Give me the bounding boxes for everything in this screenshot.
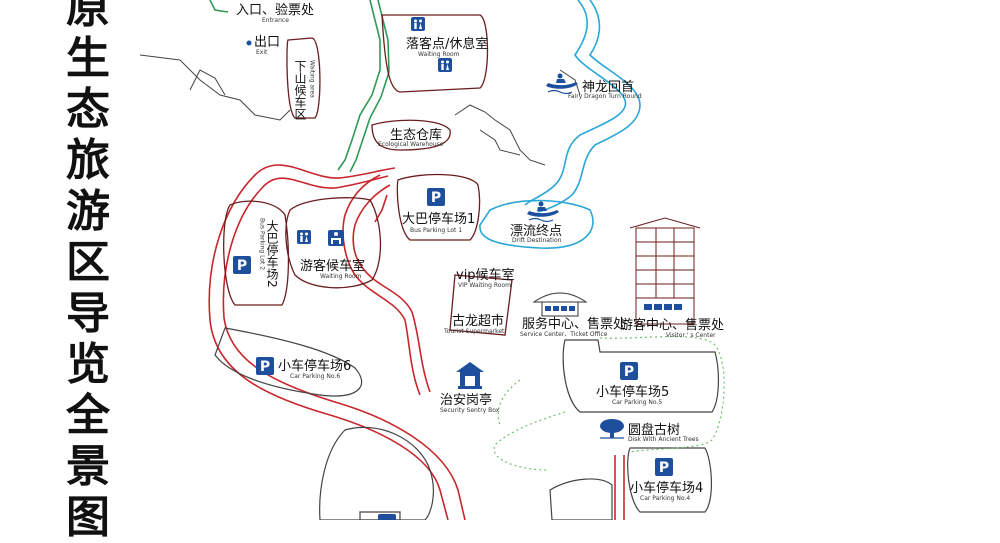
waiting-seat-icon [328,230,344,246]
drift-destination-label-en: Drift Destination [512,237,562,244]
down-waiting-vertical-label: 下山候车区 Waiting area [293,60,316,120]
car-park-5-label: 小车停车场5 [596,384,669,400]
vip-waiting-label: vip候车室 [456,267,515,283]
zone-visitor-waiting [285,197,382,289]
entrance-label: 入口、验票处 [236,2,314,18]
river [524,0,641,213]
ancient-tree-label: 圆盘古树 [628,422,680,438]
svg-text:P: P [624,364,634,380]
drop-off-label: 落客点/休息室 [406,36,488,52]
parking-icon [378,514,396,520]
car-park-6-label: 小车停车场6 [278,358,351,374]
parking-icon: P [620,362,638,380]
zone-car-5 [562,339,719,413]
exit-marker-icon [246,40,252,46]
bus-lot-2-vertical-label: 大巴停车场2 Bus Parking Lot 2 [259,218,280,288]
visitor-center-label: 游客中心、售票处 [620,317,724,333]
visitor-center-label-en: Visitor ' s Center [666,332,716,339]
visitor-center-building-icon [629,217,701,325]
visitor-waiting-label: 游客候车室 [300,258,365,274]
zone-bus-lot-1 [396,173,481,241]
down-waiting-label-en: Waiting area [309,60,316,98]
bus-lot-2-label: 大巴停车场2 [265,220,279,288]
car-park-4-label-en: Car Parking No.4 [640,495,690,502]
bus-lot-1-label: 大巴停车场1 [402,211,475,227]
supermarket-label-en: Tourist Supermarket [443,328,505,335]
vip-waiting-label-en: VIP Waiting Room [458,282,511,289]
zone-car-6 [214,327,363,397]
dragon-label: 神龙回首 [582,80,634,95]
zone-waiting-room-top [381,14,489,93]
eco-warehouse-label: 生态仓库 [390,127,442,143]
svg-text:P: P [237,258,247,274]
map-title-vertical: 原生态旅游区导览全景图 [66,0,110,543]
ancient-tree-icon [600,419,624,439]
zone-bus-lot-2 [223,200,290,306]
green-path [209,0,390,173]
security-label-en: Security Sentry Box [440,407,500,414]
mountain-sketch [139,54,581,166]
parking-icon: P [427,188,445,206]
down-waiting-label: 下山候车区 [293,60,307,120]
ancient-tree-label-en: Disk With Ancient Trees [628,436,699,443]
drift-area [479,199,594,249]
zone-eco-warehouse [371,119,451,151]
car-park-6-label-en: Car Parking No.6 [290,373,340,380]
bus-lot-1-label-en: Bus Parking Lot 1 [410,227,462,234]
service-center-label: 服务中心、售票处 [522,316,626,332]
zone-south-mid [549,478,613,520]
zone-down-waiting [286,37,321,119]
parking-icon: P [256,357,274,375]
car-park-5-label-en: Car Parking No.5 [612,399,662,406]
security-sentry-box-icon [456,362,484,389]
bus-lot-2-label-en: Bus Parking Lot 2 [259,218,266,270]
svg-text:P: P [260,359,270,375]
restroom-icon [411,17,425,31]
parking-icon: P [233,256,251,274]
exit-label-en: Exit [256,49,268,56]
exit-label: 出口 [254,35,280,50]
drifting-boat-icon [527,201,559,223]
svg-text:P: P [659,460,669,476]
restroom-icon [438,58,452,72]
visitor-waiting-label-en: Waiting Room [320,273,362,280]
eco-warehouse-label-en: Ecological Warehouse [378,141,444,148]
drift-destination-label: 漂流终点 [510,223,562,239]
service-center-label-en: Service Center、Ticket Office [520,331,608,338]
drifting-boat-icon [546,73,578,95]
entrance-label-en: Entrance [262,17,289,24]
drop-off-label-en: Waiting Room [418,51,460,58]
service-pavilion-icon [532,292,588,317]
supermarket-label: 古龙超市 [452,313,504,329]
restroom-icon [297,230,311,244]
security-label: 治安岗亭 [440,392,492,408]
svg-text:P: P [431,190,441,206]
dotted-path [493,335,725,471]
zone-bottom-left-a [359,511,401,520]
zone-vip [449,274,513,336]
tourist-map: P P P P P [139,0,725,520]
car-park-4-label: 小车停车场4 [630,480,703,496]
zone-car-4 [627,447,713,513]
dragon-label-en: Fairy Dragon Turn Round [568,93,642,100]
parking-icon: P [655,458,673,476]
zone-south-west [319,426,434,520]
